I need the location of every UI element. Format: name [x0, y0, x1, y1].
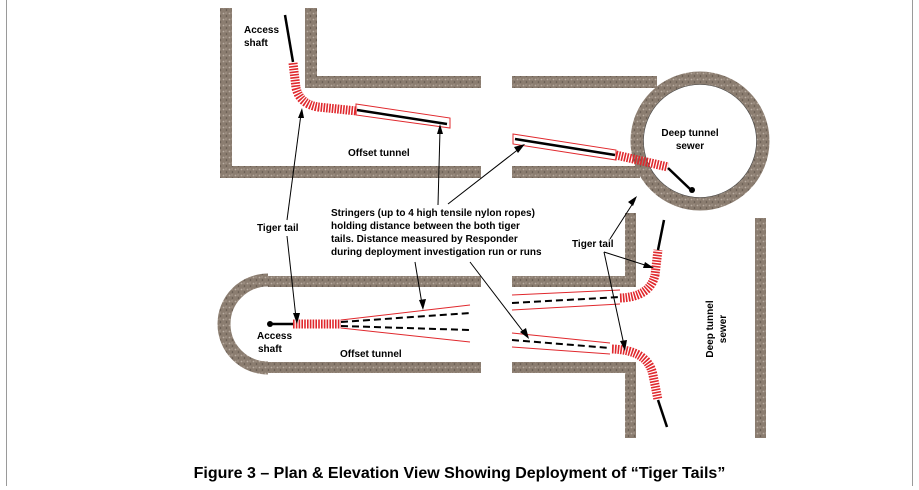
label-access-shaft-top-1: Access — [244, 25, 279, 36]
arrow-tiger-left-down — [286, 235, 297, 319]
label-offset-tunnel-bottom: Offset tunnel — [340, 349, 402, 360]
plan-anchor-point — [267, 321, 273, 327]
access-shaft-right-wall — [305, 8, 317, 86]
label-stringers-1: Stringers (up to 4 high tensile nylon ro… — [331, 208, 535, 219]
cable-offset-right — [514, 137, 616, 157]
stringer-4 — [340, 327, 471, 343]
arrow-tiger-right-upper — [609, 199, 636, 240]
arrow-tiger-left-up — [286, 113, 302, 221]
sleeve-left — [355, 103, 451, 129]
cable-access-shaft — [283, 14, 295, 63]
plan-view: Access shaft Offset tunnel Deep tunnel s… — [217, 213, 766, 438]
sewer-wall-left-lower — [625, 362, 636, 438]
cable-offset-left — [356, 108, 448, 126]
stringer-3 — [340, 325, 471, 331]
stringer-upper-red-1 — [511, 289, 621, 296]
arrowhead-stringers-upright — [514, 144, 525, 153]
label-stringers-3: tails. Distance measured by Responder — [331, 234, 518, 245]
offset-tunnel-wall-top-right — [512, 276, 636, 287]
arrow-tiger-right-down — [603, 251, 625, 346]
offset-tunnel-wall-top — [268, 276, 481, 287]
tiger-tail-top-left — [288, 62, 358, 116]
label-tiger-tail-left: Tiger tail — [257, 223, 299, 234]
arrowhead-tiger-left-up — [298, 108, 304, 118]
label-tiger-tail-right: Tiger tail — [572, 239, 614, 250]
arrow-stringers-down — [414, 261, 423, 305]
plan-cable-lower — [656, 399, 669, 428]
tiger-tail-plan-lower — [611, 344, 663, 401]
arrowhead-stringers-up — [437, 124, 443, 134]
label-access-shaft-bottom-2: shaft — [258, 344, 283, 355]
cable-into-sewer — [667, 167, 691, 190]
tiger-tail-top-right — [614, 150, 670, 172]
tiger-tail-plan-upper — [619, 249, 663, 303]
offset-tunnel-bottom-slab-right — [512, 166, 640, 178]
label-offset-tunnel-top: Offset tunnel — [348, 148, 410, 159]
deep-tunnel-sewer-ring — [630, 71, 770, 211]
offset-tunnel-top-slab — [305, 76, 481, 88]
sewer-anchor-point — [689, 187, 695, 193]
callouts: Tiger tail Tiger tail Stringers (up to 4… — [257, 108, 654, 351]
arrowhead-stringers-down — [419, 299, 426, 310]
sewer-wall-left-upper — [625, 213, 636, 287]
stringer-lower-red-1 — [511, 332, 611, 344]
arrowhead-tiger-right-side — [643, 262, 654, 268]
arrow-stringers-upright — [447, 147, 521, 205]
label-access-shaft-top-2: shaft — [244, 38, 269, 49]
figure-frame — [6, 0, 913, 486]
label-deep-tunnel-sewer-top-2: sewer — [676, 141, 704, 152]
arrowhead-tiger-right-upper — [628, 196, 637, 206]
arrowhead-stringers-downright — [520, 328, 529, 339]
access-shaft-ring-bottom — [217, 273, 269, 375]
plan-cable-upper — [656, 219, 666, 251]
arrowhead-tiger-right-down — [620, 340, 627, 351]
label-deep-tunnel-sewer-side-1: Deep tunnel — [705, 300, 716, 357]
sleeve-right — [512, 133, 617, 161]
stringer-1 — [340, 304, 471, 321]
offset-tunnel-bottom-slab — [220, 166, 481, 178]
stringer-upper-dash — [511, 296, 621, 304]
stringer-upper-red-2 — [511, 303, 621, 311]
arrow-stringers-up — [437, 129, 441, 206]
label-deep-tunnel-sewer-top-1: Deep tunnel — [661, 128, 718, 139]
arrowhead-tiger-left-down — [293, 313, 300, 324]
arrow-tiger-right-side — [603, 251, 649, 267]
sewer-wall-right — [755, 218, 766, 438]
label-stringers-2: holding distance between the both tiger — [331, 221, 520, 232]
elevation-view: Access shaft Offset tunnel Deep tunnel s… — [220, 8, 770, 211]
stringer-lower-red-2 — [511, 346, 611, 355]
label-deep-tunnel-sewer-side-2: sewer — [718, 315, 729, 343]
figure-caption: Figure 3 – Plan & Elevation View Showing… — [193, 465, 726, 482]
offset-tunnel-wall-bottom — [268, 362, 481, 373]
label-access-shaft-bottom-1: Access — [257, 331, 292, 342]
arrow-stringers-downright — [469, 261, 526, 335]
label-stringers-4: during deployment investigation run or r… — [331, 247, 542, 258]
offset-tunnel-wall-bottom-right — [512, 362, 636, 373]
offset-tunnel-top-slab-right — [512, 76, 657, 88]
access-shaft-left-wall — [220, 8, 232, 178]
stringer-lower-dash — [511, 339, 611, 349]
